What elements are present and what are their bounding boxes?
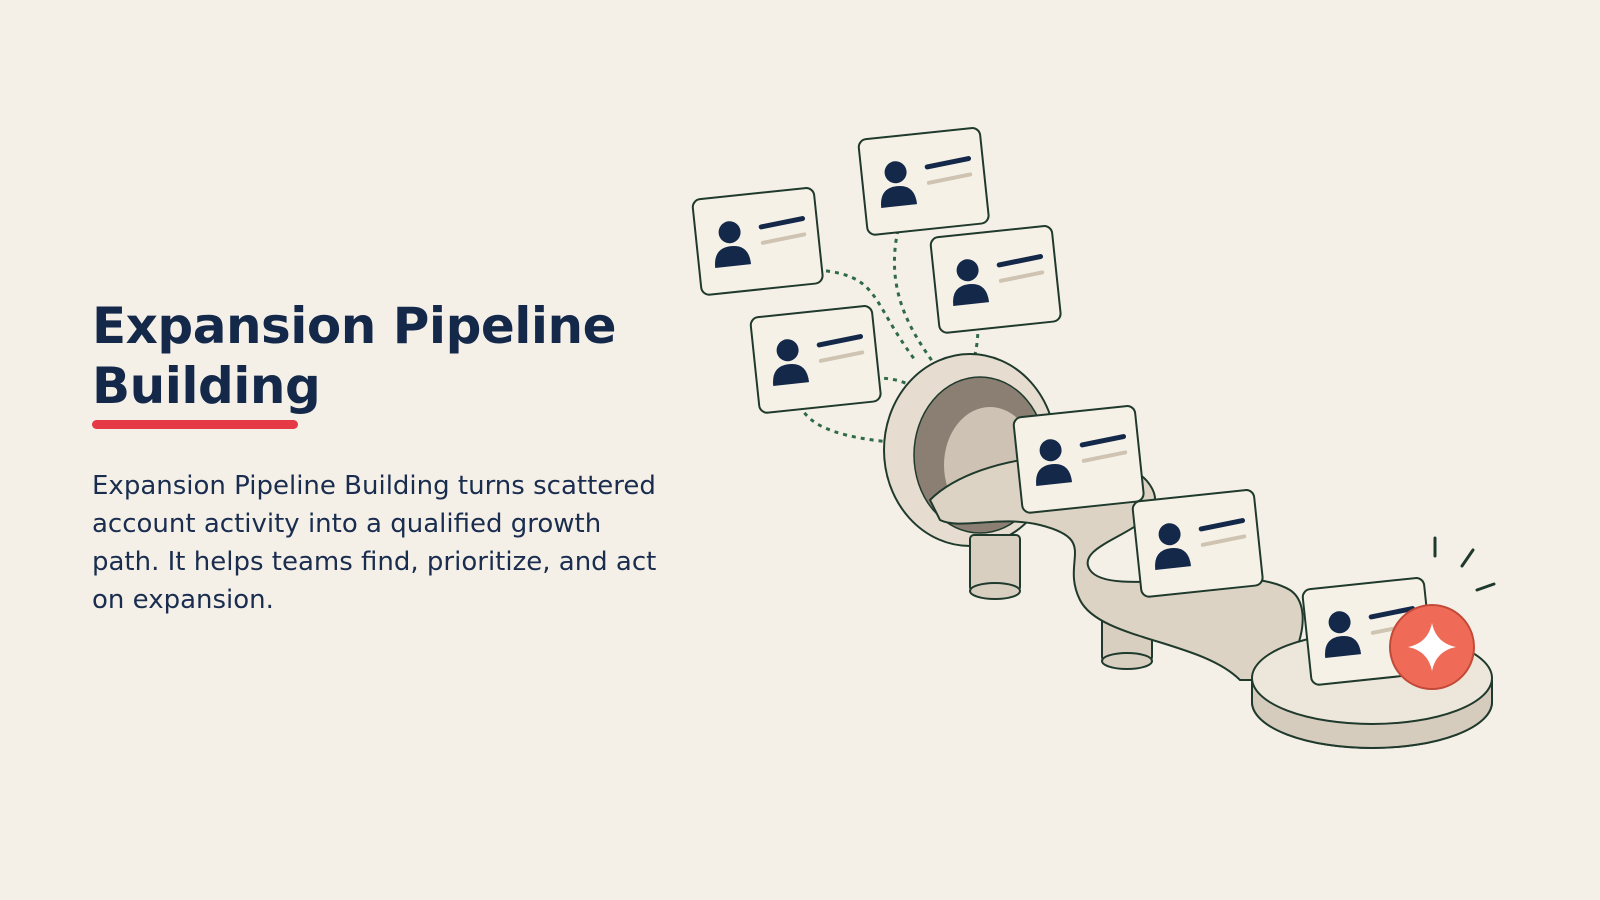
title-underline [92, 420, 298, 429]
connector-line [816, 268, 917, 361]
account-card [692, 187, 823, 295]
connector-line [798, 404, 891, 444]
pipeline-track [928, 455, 1304, 681]
pipeline-illustration [680, 120, 1496, 749]
text-block: Expansion Pipeline Building Expansion Pi… [92, 296, 672, 619]
description-text: Expansion Pipeline Building turns scatte… [92, 471, 657, 615]
account-card [1013, 405, 1144, 513]
account-card [858, 127, 989, 235]
burst-rays [1433, 536, 1496, 592]
account-card [750, 305, 881, 413]
page-title: Expansion Pipeline Building [92, 297, 617, 415]
account-card [930, 225, 1061, 333]
connector-line [893, 229, 937, 366]
sparkle-icon [1389, 604, 1475, 690]
account-card [1132, 489, 1263, 597]
